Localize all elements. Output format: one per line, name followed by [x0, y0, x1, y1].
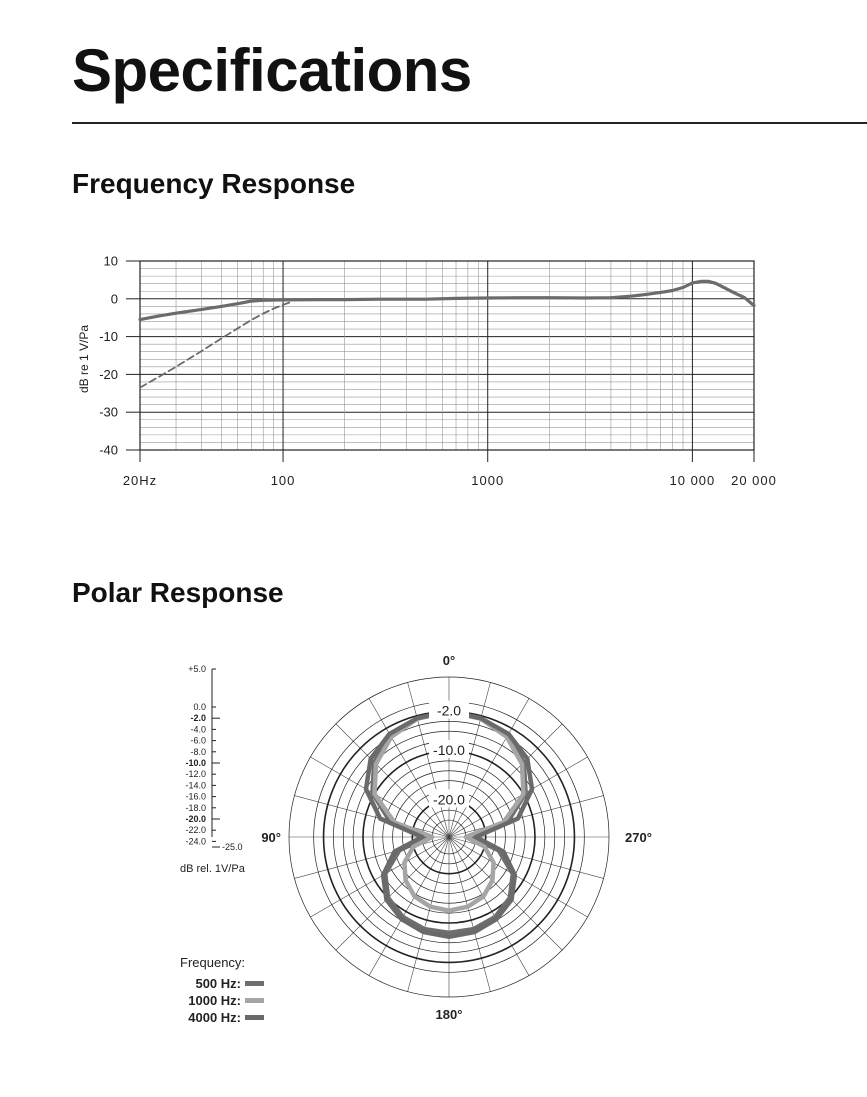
freq-y-tick-label: -40	[99, 443, 118, 458]
polar-scale-label: -22.0	[185, 825, 206, 835]
polar-spoke	[310, 756, 450, 838]
polar-ring-label: -2.0	[437, 703, 461, 719]
freq-y-tick-label: 0	[111, 291, 118, 306]
freq-curve-dashed	[139, 300, 293, 389]
polar-spoke	[448, 836, 604, 879]
freq-x-tick-label: 100	[271, 473, 296, 488]
polar-spoke	[407, 836, 450, 992]
polar-legend-swatch	[245, 981, 264, 986]
freq-x-tick-label: 10 000	[670, 473, 716, 488]
polar-legend-swatch	[245, 1015, 264, 1020]
polar-legend-label: 500 Hz:	[195, 976, 241, 991]
polar-angle-label-270: 270°	[625, 830, 652, 845]
polar-ring-label-bg	[429, 700, 469, 719]
polar-legend-swatch	[245, 998, 264, 1003]
polar-scale-label: 0.0	[193, 702, 206, 712]
freq-y-tick-label: -20	[99, 367, 118, 382]
polar-scale-label: -14.0	[185, 780, 206, 790]
freq-y-tick-label: -30	[99, 405, 118, 420]
polar-scale-label: -16.0	[185, 792, 206, 802]
polar-legend-title: Frequency:	[180, 955, 245, 970]
polar-angle-label-180: 180°	[436, 1007, 463, 1022]
polar-ring	[382, 770, 516, 904]
freq-plot-frame	[139, 260, 755, 451]
freq-curve-solid	[138, 279, 756, 322]
polar-scale-label: -18.0	[185, 803, 206, 813]
polar-scale-label: +5.0	[188, 664, 206, 674]
title-divider	[72, 122, 867, 124]
polar-angle-label-90: 90°	[261, 830, 281, 845]
polar-angle-label-0: 0°	[443, 653, 455, 668]
frequency-response-heading: Frequency Response	[72, 168, 356, 199]
polar-scale-label: -10.0	[185, 758, 206, 768]
polar-ring-label: -20.0	[433, 791, 465, 807]
polar-scale-label: -2.0	[190, 713, 206, 723]
polar-scale-label: -8.0	[190, 747, 206, 757]
polar-ring-label-bg	[429, 789, 469, 808]
freq-x-tick-label: 20 000	[731, 473, 777, 488]
polar-scale-label: -25.0	[222, 842, 243, 852]
polar-scale-label: -12.0	[185, 769, 206, 779]
polar-legend-label: 4000 Hz:	[188, 1010, 241, 1025]
freq-x-tick-label: 1000	[471, 473, 504, 488]
polar-curve-hz1000	[372, 709, 526, 913]
polar-spoke	[448, 836, 491, 992]
polar-spoke	[294, 836, 450, 879]
freq-y-tick-label: 10	[104, 254, 118, 269]
polar-ring	[288, 676, 610, 998]
polar-response-chart: -2.0-10.0-20.00°90°180°270° +5.00.0-2.0-…	[180, 653, 652, 1025]
polar-scale-label: -24.0	[185, 836, 206, 846]
freq-y-tick-label: -10	[99, 329, 118, 344]
page-title: Specifications	[72, 37, 472, 104]
polar-scale-label: -4.0	[190, 724, 206, 734]
polar-scale-label: -20.0	[185, 814, 206, 824]
polar-ring	[392, 780, 506, 894]
polar-spoke	[448, 756, 588, 838]
polar-scale-label: -6.0	[190, 736, 206, 746]
polar-response-heading: Polar Response	[72, 577, 284, 608]
polar-ring-label-bg	[429, 740, 469, 758]
polar-curve-hz4000	[363, 709, 535, 940]
polar-legend-label: 1000 Hz:	[188, 993, 241, 1008]
polar-ring	[333, 721, 565, 953]
freq-x-tick-label: 20Hz	[123, 473, 157, 488]
polar-ring	[342, 730, 556, 944]
polar-ring-label: -10.0	[433, 742, 465, 758]
polar-ring	[372, 760, 526, 914]
polar-scale-unit: dB rel. 1V/Pa	[180, 863, 246, 875]
frequency-y-axis-label: dB re 1 V/Pa	[77, 325, 91, 393]
